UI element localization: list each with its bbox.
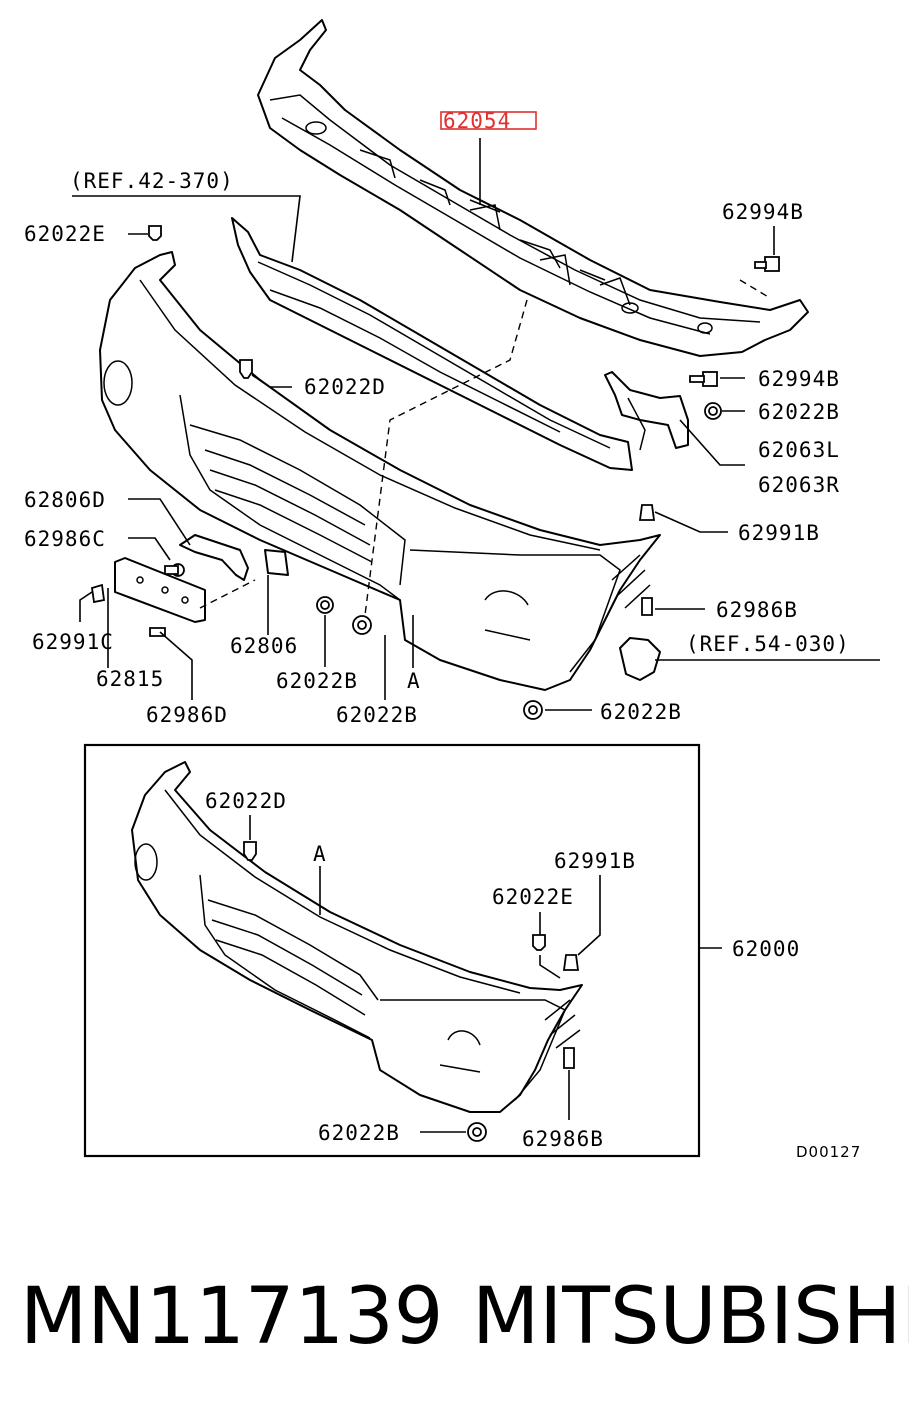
- callout-62022B-a[interactable]: 62022B: [758, 400, 840, 424]
- callout-62986C[interactable]: 62986C: [24, 527, 106, 551]
- callout-62022D-box[interactable]: 62022D: [205, 789, 287, 813]
- callout-ref-42-370[interactable]: (REF.42-370): [70, 169, 234, 193]
- leader-lines-box: [249, 815, 722, 1133]
- bolt-62986B-top[interactable]: [641, 597, 653, 616]
- callout-62806[interactable]: 62806: [230, 634, 298, 658]
- callout-62022B-d[interactable]: 62022B: [600, 700, 682, 724]
- callout-A-top[interactable]: A: [407, 669, 421, 693]
- leader-lines-top: [72, 138, 880, 711]
- dashed-assembly-lines: [199, 279, 771, 616]
- clip-62022E-top[interactable]: [148, 225, 162, 241]
- callout-62991B-top[interactable]: 62991B: [738, 521, 820, 545]
- callout-62022D-top[interactable]: 62022D: [304, 375, 386, 399]
- clip-62991B-box[interactable]: [562, 954, 580, 971]
- nut-62022B-a[interactable]: [704, 402, 722, 420]
- callout-62994B-b[interactable]: 62994B: [758, 367, 840, 391]
- front-bumper-cover[interactable]: [99, 251, 661, 691]
- nut-62022B-b[interactable]: [316, 596, 334, 614]
- nut-62022B-d[interactable]: [523, 700, 543, 720]
- callout-62022E-top[interactable]: 62022E: [24, 222, 106, 246]
- bracket-62063[interactable]: [604, 371, 689, 451]
- assembly-inset-frame: [83, 743, 701, 1158]
- bumper-support-strip[interactable]: [231, 217, 633, 471]
- callout-62986D[interactable]: 62986D: [146, 703, 228, 727]
- callout-62063L[interactable]: 62063L: [758, 438, 840, 462]
- callout-62815[interactable]: 62815: [96, 667, 164, 691]
- callout-62991C[interactable]: 62991C: [32, 630, 114, 654]
- bracket-62806D[interactable]: [179, 534, 249, 581]
- bolt-62994B-a[interactable]: [754, 256, 780, 272]
- highlight-box-62054: [440, 111, 537, 130]
- callout-ref-54-030[interactable]: (REF.54-030): [686, 632, 850, 656]
- callout-62022B-b[interactable]: 62022B: [276, 669, 358, 693]
- nut-62022B-box[interactable]: [467, 1122, 487, 1142]
- callout-62806D[interactable]: 62806D: [24, 488, 106, 512]
- plate-62815[interactable]: [114, 557, 206, 623]
- callout-A-box[interactable]: A: [313, 842, 327, 866]
- bolt-62994B-b[interactable]: [689, 371, 718, 387]
- callout-62986B-box[interactable]: 62986B: [522, 1127, 604, 1151]
- clip-62991C[interactable]: [90, 583, 106, 604]
- callout-62063R[interactable]: 62063R: [758, 473, 840, 497]
- callout-62000[interactable]: 62000: [732, 937, 800, 961]
- bumper-assembly-62000[interactable]: [131, 761, 583, 1113]
- callout-62991B-box[interactable]: 62991B: [554, 849, 636, 873]
- drawing-code: D00127: [796, 1143, 861, 1161]
- clip-62022D-top[interactable]: [239, 359, 253, 379]
- brand-name: MITSUBISHI: [472, 1272, 909, 1362]
- pad-62806[interactable]: [264, 549, 289, 576]
- part-number: MN117139: [20, 1272, 444, 1362]
- clip-62022E-box[interactable]: [532, 934, 546, 951]
- clip-62022D-box[interactable]: [243, 841, 257, 861]
- callout-62022B-box[interactable]: 62022B: [318, 1121, 400, 1145]
- callout-62022B-c[interactable]: 62022B: [336, 703, 418, 727]
- callout-62986B-top[interactable]: 62986B: [716, 598, 798, 622]
- callout-62994B-a[interactable]: 62994B: [722, 200, 804, 224]
- bracket-ref-54-030[interactable]: [619, 637, 661, 681]
- bumper-reinforcement-62054[interactable]: [257, 19, 809, 357]
- bolt-62986C[interactable]: [164, 563, 185, 577]
- footer-caption: MN117139 MITSUBISHI: [0, 1262, 909, 1372]
- clip-62991B-top[interactable]: [638, 504, 656, 521]
- nut-62022B-c[interactable]: [352, 615, 372, 635]
- callout-62022E-box[interactable]: 62022E: [492, 885, 574, 909]
- bolt-62986B-box[interactable]: [563, 1047, 575, 1069]
- callout-62054[interactable]: 62054: [443, 109, 511, 133]
